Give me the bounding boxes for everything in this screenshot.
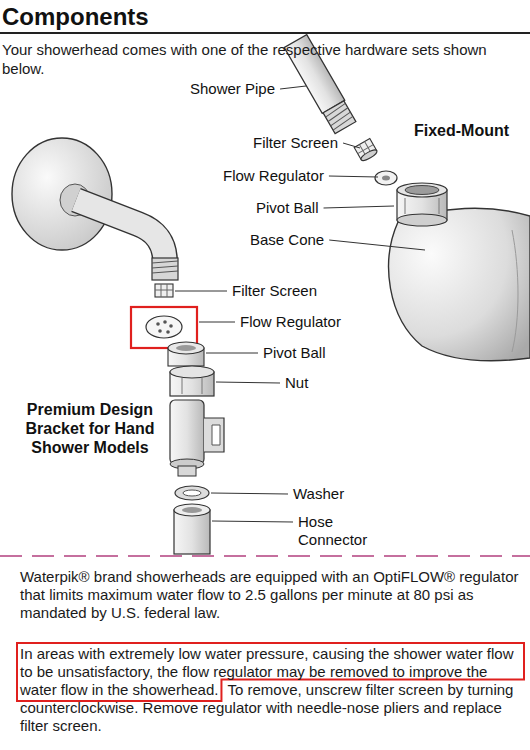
wall-flange-and-arm — [12, 138, 178, 280]
leader-line — [324, 206, 394, 208]
part-label: Nut — [285, 374, 308, 392]
note-text: In areas with extremely low water pressu… — [20, 645, 521, 699]
page-title: Components — [2, 3, 149, 31]
part-label: Flow Regulator — [240, 313, 341, 331]
flow-regulator-part — [375, 171, 397, 185]
showerhead-body — [389, 183, 530, 361]
pivot-ball-part — [168, 342, 204, 366]
section-divider — [0, 555, 530, 556]
part-label: Flow Regulator — [223, 167, 324, 185]
leader-line — [199, 322, 235, 323]
washer-part — [175, 486, 209, 500]
part-label: Shower Pipe — [190, 80, 275, 98]
leader-line — [212, 521, 293, 522]
leader-line — [329, 176, 378, 177]
bracket-part — [170, 400, 224, 476]
leader-line — [329, 240, 425, 250]
hose-connector-part — [174, 504, 210, 554]
part-label: Washer — [293, 485, 344, 503]
set-heading: Fixed-Mount — [414, 122, 509, 140]
filter-screen-part — [354, 139, 378, 163]
leader-line — [343, 143, 360, 148]
leader-line — [280, 86, 306, 89]
set-heading: Premium Design Bracket for Hand Shower M… — [20, 400, 160, 457]
part-label: Filter Screen — [232, 282, 317, 300]
filter-screen-part — [155, 284, 173, 297]
highlight-box: In areas with extremely low water pressu… — [16, 642, 525, 702]
flow-regulator-part — [146, 316, 182, 338]
body-text: Waterpik® brand showerheads are equipped… — [20, 568, 521, 622]
part-label: Hose Connector — [298, 513, 378, 549]
part-label: Pivot Ball — [256, 199, 319, 217]
title-rule — [0, 32, 530, 34]
part-label: Pivot Ball — [263, 344, 326, 362]
leader-line — [175, 291, 227, 292]
part-label: Filter Screen — [253, 134, 338, 152]
part-label: Base Cone — [250, 231, 324, 249]
nut-part — [170, 366, 214, 396]
leader-line — [216, 382, 280, 383]
intro-text: Your showerhead comes with one of the re… — [2, 40, 497, 78]
leader-line — [211, 493, 288, 494]
highlight-outline-shape — [17, 643, 524, 701]
leader-line — [206, 353, 258, 354]
